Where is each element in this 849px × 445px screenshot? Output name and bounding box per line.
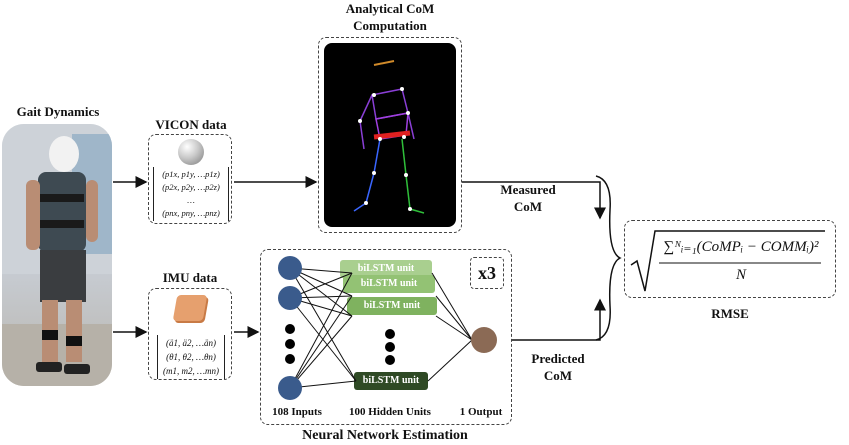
input-dot-3 xyxy=(285,354,295,364)
analytical-title-line2: Computation xyxy=(353,18,427,33)
arrow-measured xyxy=(462,181,606,220)
predicted-line2: CoM xyxy=(543,368,573,383)
vicon-row-4: (pnx, pny, …pnz) xyxy=(162,208,220,218)
hidden-dot-3 xyxy=(385,355,395,365)
vicon-marker-sphere xyxy=(178,139,204,165)
formula-denominator: N xyxy=(735,267,746,283)
input-node-3 xyxy=(278,376,302,400)
input-dot-2 xyxy=(285,339,295,349)
input-node-2 xyxy=(278,286,302,310)
output-label: 1 Output xyxy=(459,406,503,418)
vicon-data-label: VICON data xyxy=(155,117,227,132)
vicon-row-2: (p2x, p2y, …p2z) xyxy=(162,182,220,192)
predicted-line1: Predicted xyxy=(531,351,585,366)
motion-capture-skeleton xyxy=(353,60,425,214)
input-dot-1 xyxy=(285,324,295,334)
network-edges xyxy=(289,267,473,389)
rmse-formula-box: ∑ᴺᵢ₌₁(CoMPᵢ − COMMᵢ)² N xyxy=(624,220,836,298)
arrow-predicted xyxy=(512,298,606,341)
imu-data-box: (ä1, ä2, …än) (θ1, θ2, …θn) (m1, m2, …mn… xyxy=(148,288,232,380)
bilstm-unit-dark: biLSTM unit xyxy=(354,372,428,390)
repeat-x3-label: x3 xyxy=(478,263,496,283)
hidden-dot-1 xyxy=(385,329,395,339)
analytical-title-line1: Analytical CoM xyxy=(345,1,435,16)
vicon-row-1: (p1x, p1y, …p1z) xyxy=(162,169,220,179)
input-node-1 xyxy=(278,256,302,280)
imu-matrix: (ä1, ä2, …än) (θ1, θ2, …θn) (m1, m2, …mn… xyxy=(157,335,225,379)
nn-estimation-label: Neural Network Estimation xyxy=(302,428,468,443)
measured-line1: Measured xyxy=(500,182,556,197)
imu-row-2: (θ1, θ2, …θn) xyxy=(166,352,216,362)
vicon-data-box: (p1x, p1y, …p1z) (p2x, p2y, …p2z) … (pnx… xyxy=(148,134,232,224)
gait-photo xyxy=(2,124,112,386)
measured-com-label: Measured CoM xyxy=(488,181,568,215)
output-node xyxy=(471,327,497,353)
imu-data-label: IMU data xyxy=(162,270,218,285)
bilstm-unit-light: biLSTM unit xyxy=(340,260,432,278)
bilstm-unit-mid-1: biLSTM unit xyxy=(343,275,435,293)
analytical-com-title: Analytical CoM Computation xyxy=(320,0,460,34)
measured-line2: CoM xyxy=(513,199,543,214)
bilstm-unit-mid-2: biLSTM unit xyxy=(347,297,437,315)
imu-row-3: (m1, m2, …mn) xyxy=(163,366,219,376)
formula-numerator: ∑ᴺᵢ₌₁(CoMPᵢ − COMMᵢ)² xyxy=(663,239,819,255)
sqrt-sign-icon xyxy=(630,230,825,292)
vicon-row-3: … xyxy=(187,195,195,205)
gait-dynamics-label: Gait Dynamics xyxy=(16,104,100,119)
inputs-label: 108 Inputs xyxy=(272,406,322,418)
hidden-units-label: 100 Hidden Units xyxy=(349,406,431,418)
vicon-matrix: (p1x, p1y, …p1z) (p2x, p2y, …p2z) … (pnx… xyxy=(153,167,229,221)
predicted-com-label: Predicted CoM xyxy=(518,350,598,384)
hidden-dot-2 xyxy=(385,342,395,352)
repeat-x3-box: x3 xyxy=(470,257,504,289)
merge-brace xyxy=(595,175,622,341)
imu-row-1: (ä1, ä2, …än) xyxy=(166,338,216,348)
skeleton-view xyxy=(324,43,456,227)
walking-person-figure xyxy=(2,124,112,386)
rmse-label: RMSE xyxy=(711,306,749,321)
skeleton-frame xyxy=(318,37,462,233)
